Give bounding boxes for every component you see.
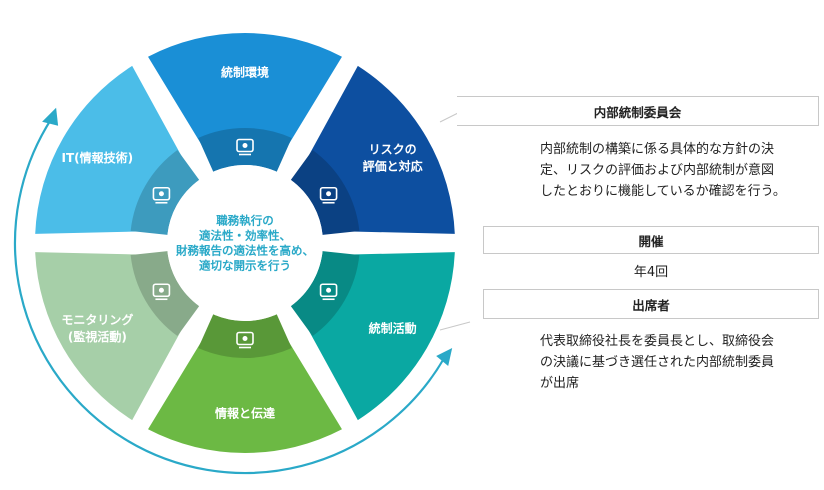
cycle-arrow-head-top: [42, 107, 59, 126]
attendees-head-text: 出席者: [632, 297, 670, 313]
meeting-head: 開催: [483, 226, 819, 254]
segment-inner-activity: [290, 251, 360, 337]
segment-inner-monitor: [130, 251, 200, 337]
attendees-line: 代表取締役社長を委員長とし、取締役会: [540, 334, 775, 349]
segment-inner-env: [198, 128, 292, 172]
monitor-magnifier-icon: [152, 283, 171, 301]
wifi-chat-icon: [236, 331, 254, 349]
center-line: 適切な開示を行う: [199, 259, 291, 273]
globe-hand-icon: [236, 138, 254, 156]
segment-label-env: 統制環境: [221, 65, 269, 80]
segment-label-info: 情報と伝達: [215, 406, 275, 421]
laptop-icon: [152, 186, 171, 204]
description-line: したとおりに機能しているか確認を行う。: [540, 184, 786, 199]
segment-label-it: IT(情報技術): [62, 150, 134, 165]
meeting-value: 年4回: [483, 262, 819, 283]
person-arrows-icon: [319, 283, 338, 301]
segment-label-activity: 統制活動: [369, 320, 417, 335]
attendees-line: の決議に基づき選任された内部統制委員: [540, 355, 775, 370]
cycle-arrow-arc: [13, 117, 446, 475]
segment-label-monitor: (監視活動): [68, 329, 127, 344]
clipboard-check-icon: [319, 186, 338, 204]
attendees-head: 出席者: [483, 289, 819, 319]
center-line: 職務執行の: [216, 214, 274, 228]
segment-label-monitor: モニタリング: [61, 312, 133, 327]
attendees-description: 代表取締役社長を委員長とし、取締役会 の決議に基づき選任された内部統制委員 が出…: [540, 331, 824, 394]
center-line: 適法性・効率性、: [199, 229, 291, 243]
committee-title: 内部統制委員会: [457, 96, 819, 126]
center-circle: [167, 165, 323, 321]
committee-title-text: 内部統制委員会: [593, 104, 682, 120]
meeting-value-text: 年4回: [633, 265, 669, 280]
cycle-arrow-head-bottom: [436, 348, 453, 366]
meeting-head-text: 開催: [638, 233, 664, 249]
segment-label-risk: リスクの: [369, 142, 417, 156]
attendees-line: が出席: [540, 376, 580, 391]
segment-inner-risk: [290, 149, 360, 235]
segment-env: [148, 33, 342, 164]
description-line: 内部統制の構築に係る具体的な方針の決: [540, 142, 775, 157]
segment-label-risk: 評価と対応: [363, 158, 423, 173]
segment-info: [148, 322, 342, 453]
center-line: 財務報告の適法性を高め、: [175, 244, 314, 258]
committee-description: 内部統制の構築に係る具体的な方針の決 定、リスクの評価および内部統制が意図 した…: [540, 139, 824, 202]
description-line: 定、リスクの評価および内部統制が意図: [540, 163, 775, 178]
segment-inner-it: [130, 149, 200, 235]
